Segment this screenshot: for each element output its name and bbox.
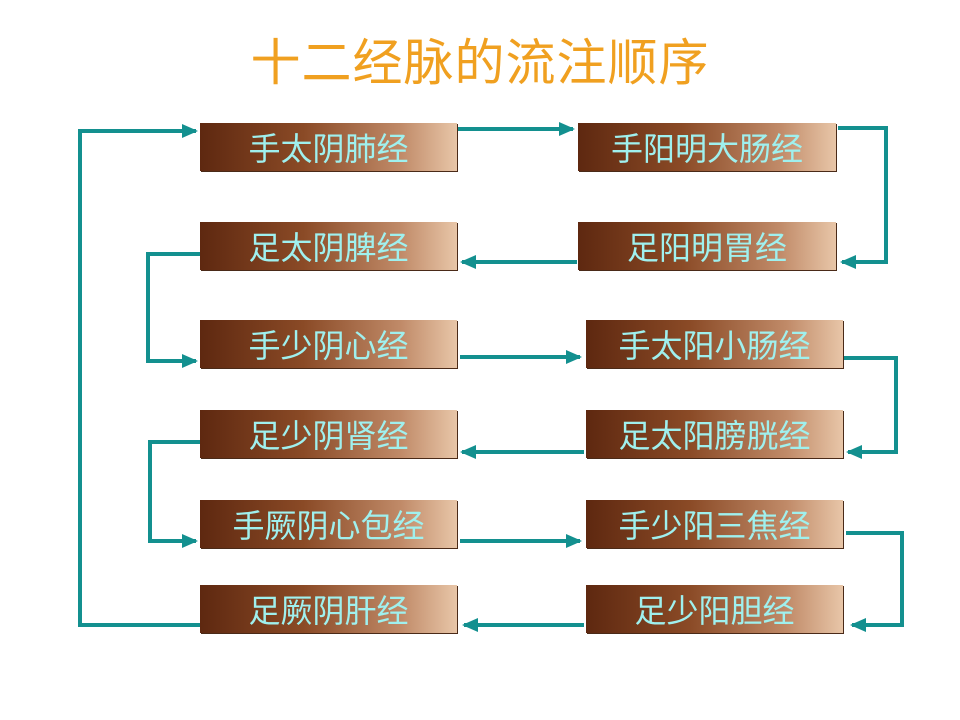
meridian-label: 手厥阴心包经 (232, 507, 425, 545)
meridian-label: 足少阳胆经 (634, 592, 795, 630)
meridian-box-m6: 手太阳小肠经 (586, 320, 843, 368)
arrow-m12-to-m1 (78, 124, 200, 627)
arrow-m8-to-m9 (148, 440, 200, 548)
meridian-box-m8: 足少阴肾经 (200, 410, 457, 458)
arrow-m10-to-m11 (846, 531, 904, 632)
meridian-box-m7: 足太阳膀胱经 (586, 410, 843, 458)
meridian-label: 足太阳膀胱经 (618, 417, 811, 455)
meridian-label: 足厥阴肝经 (248, 592, 409, 630)
meridian-label: 手少阳三焦经 (618, 507, 811, 545)
meridian-box-m3: 足阳明胃经 (578, 222, 836, 270)
diagram-title: 十二经脉的流注顺序 (250, 34, 710, 92)
meridian-box-m10: 手少阳三焦经 (586, 500, 843, 548)
meridian-label: 足少阴肾经 (248, 417, 409, 455)
meridian-box-m2: 手阳明大肠经 (578, 123, 836, 171)
meridian-label: 足阳明胃经 (626, 229, 787, 267)
arrow-m4-to-m5 (146, 252, 200, 368)
meridian-label: 手太阳小肠经 (618, 327, 811, 365)
meridian-box-m4: 足太阴脾经 (200, 222, 457, 270)
meridian-box-m11: 足少阳胆经 (586, 585, 843, 633)
meridian-box-m9: 手厥阴心包经 (200, 500, 457, 548)
meridian-label: 手太阴肺经 (248, 130, 409, 168)
meridian-label: 手少阴心经 (248, 327, 409, 365)
meridian-box-m5: 手少阴心经 (200, 320, 457, 368)
meridian-box-m12: 足厥阴肝经 (200, 585, 457, 633)
meridian-box-m1: 手太阴肺经 (200, 123, 457, 171)
meridian-label: 足太阴脾经 (248, 229, 409, 267)
arrow-m6-to-m7 (844, 356, 898, 459)
meridian-label: 手阳明大肠经 (610, 130, 803, 168)
arrow-m2-to-m3 (838, 126, 888, 269)
